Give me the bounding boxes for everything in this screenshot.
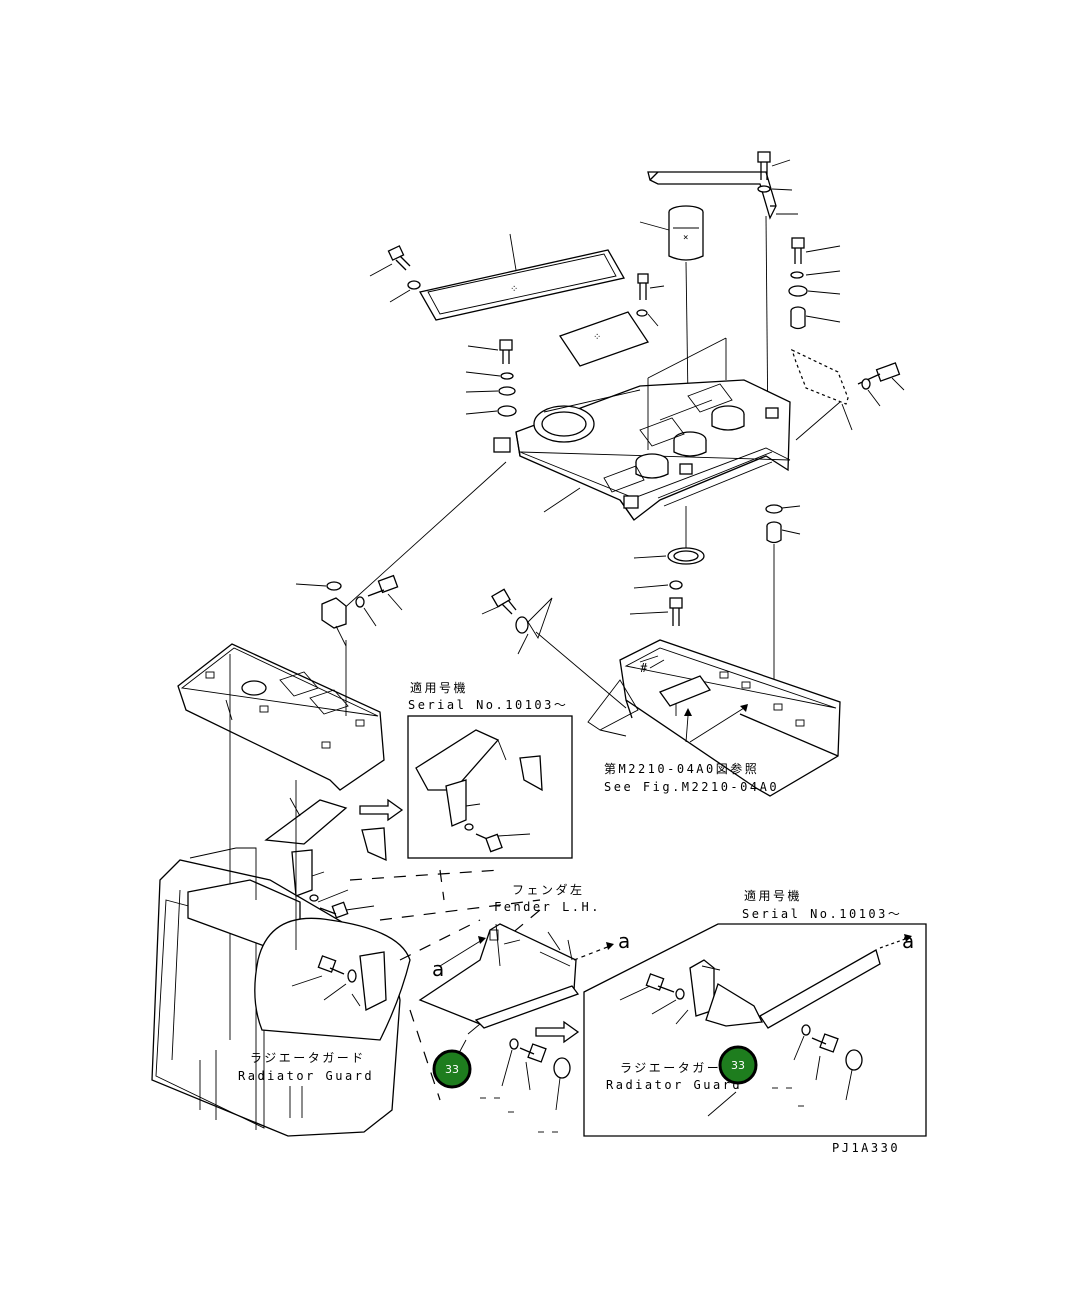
ref-letter-a-2: a bbox=[618, 929, 630, 953]
callout-number: 33 bbox=[731, 1059, 745, 1072]
callout-number: 33 bbox=[445, 1063, 459, 1076]
ref-arrows-a bbox=[439, 936, 614, 967]
callout-33-left[interactable]: 33 bbox=[432, 1049, 472, 1089]
fender-hardware-left bbox=[501, 1038, 571, 1111]
callout-33-right[interactable]: 33 bbox=[718, 1045, 758, 1085]
fender-left-hand bbox=[418, 923, 580, 1067]
bolt-washer-stack-left bbox=[465, 339, 517, 417]
radiator-label-en-2: Radiator Guard bbox=[606, 1078, 742, 1092]
svg-text:×: × bbox=[683, 233, 688, 243]
center-cover-plate: ⁘ bbox=[558, 273, 665, 367]
see-fig-label-en: See Fig.M2210-04A0 bbox=[604, 780, 779, 794]
serial-label-ja-2: 適用号機 bbox=[744, 888, 802, 903]
bolt-mid-center bbox=[481, 588, 627, 709]
serial-label-en-1: Serial No.10103～ bbox=[408, 698, 568, 712]
radiator-label-en-1: Radiator Guard bbox=[238, 1069, 374, 1083]
arrow-right-1 bbox=[359, 798, 404, 822]
cup-part: × bbox=[639, 205, 704, 401]
radiator-label-ja-2: ラジエータガード bbox=[620, 1061, 736, 1075]
fender-label-en: Fender L.H. bbox=[494, 900, 601, 914]
see-fig-label-ja: 第M2210-04A0図参照 bbox=[604, 761, 759, 776]
side-cover-plate bbox=[790, 348, 905, 441]
lower-gasket-ring bbox=[629, 506, 705, 626]
radiator-label-ja-1: ラジエータガード bbox=[250, 1051, 366, 1065]
radiator-guard-body bbox=[151, 847, 411, 1137]
upper-floor-plate bbox=[493, 337, 791, 521]
bolt-top-right bbox=[757, 151, 793, 193]
bracket-left-mid bbox=[264, 797, 387, 919]
long-gasket-plate: ⁘ bbox=[418, 233, 626, 321]
svg-text:⁘: ⁘ bbox=[510, 284, 518, 295]
drawing-id: PJ1A330 bbox=[832, 1141, 900, 1155]
bolt-right-stack bbox=[788, 237, 841, 330]
fender-label-ja: フェンダ左 bbox=[512, 882, 585, 897]
svg-text:#: # bbox=[640, 661, 648, 675]
fender-dashed-outline bbox=[349, 869, 541, 1101]
svg-text:⁘: ⁘ bbox=[593, 332, 601, 343]
arrow-right-2 bbox=[535, 1020, 580, 1044]
left-block-fitting bbox=[295, 461, 507, 647]
ref-letter-a-3: a bbox=[902, 929, 914, 953]
bolt-top-left bbox=[369, 245, 421, 303]
lower-floor-frame-left bbox=[177, 643, 385, 1040]
dash-marks bbox=[480, 1087, 804, 1133]
ref-letter-a-1: a bbox=[432, 957, 444, 981]
serial-inset-box-2 bbox=[583, 923, 927, 1137]
serial-label-ja-1: 適用号機 bbox=[410, 680, 468, 695]
serial-inset-box-1 bbox=[407, 715, 573, 859]
serial-label-en-2: Serial No.10103～ bbox=[742, 907, 902, 921]
lower-floor-frame-right: # bbox=[587, 639, 841, 797]
